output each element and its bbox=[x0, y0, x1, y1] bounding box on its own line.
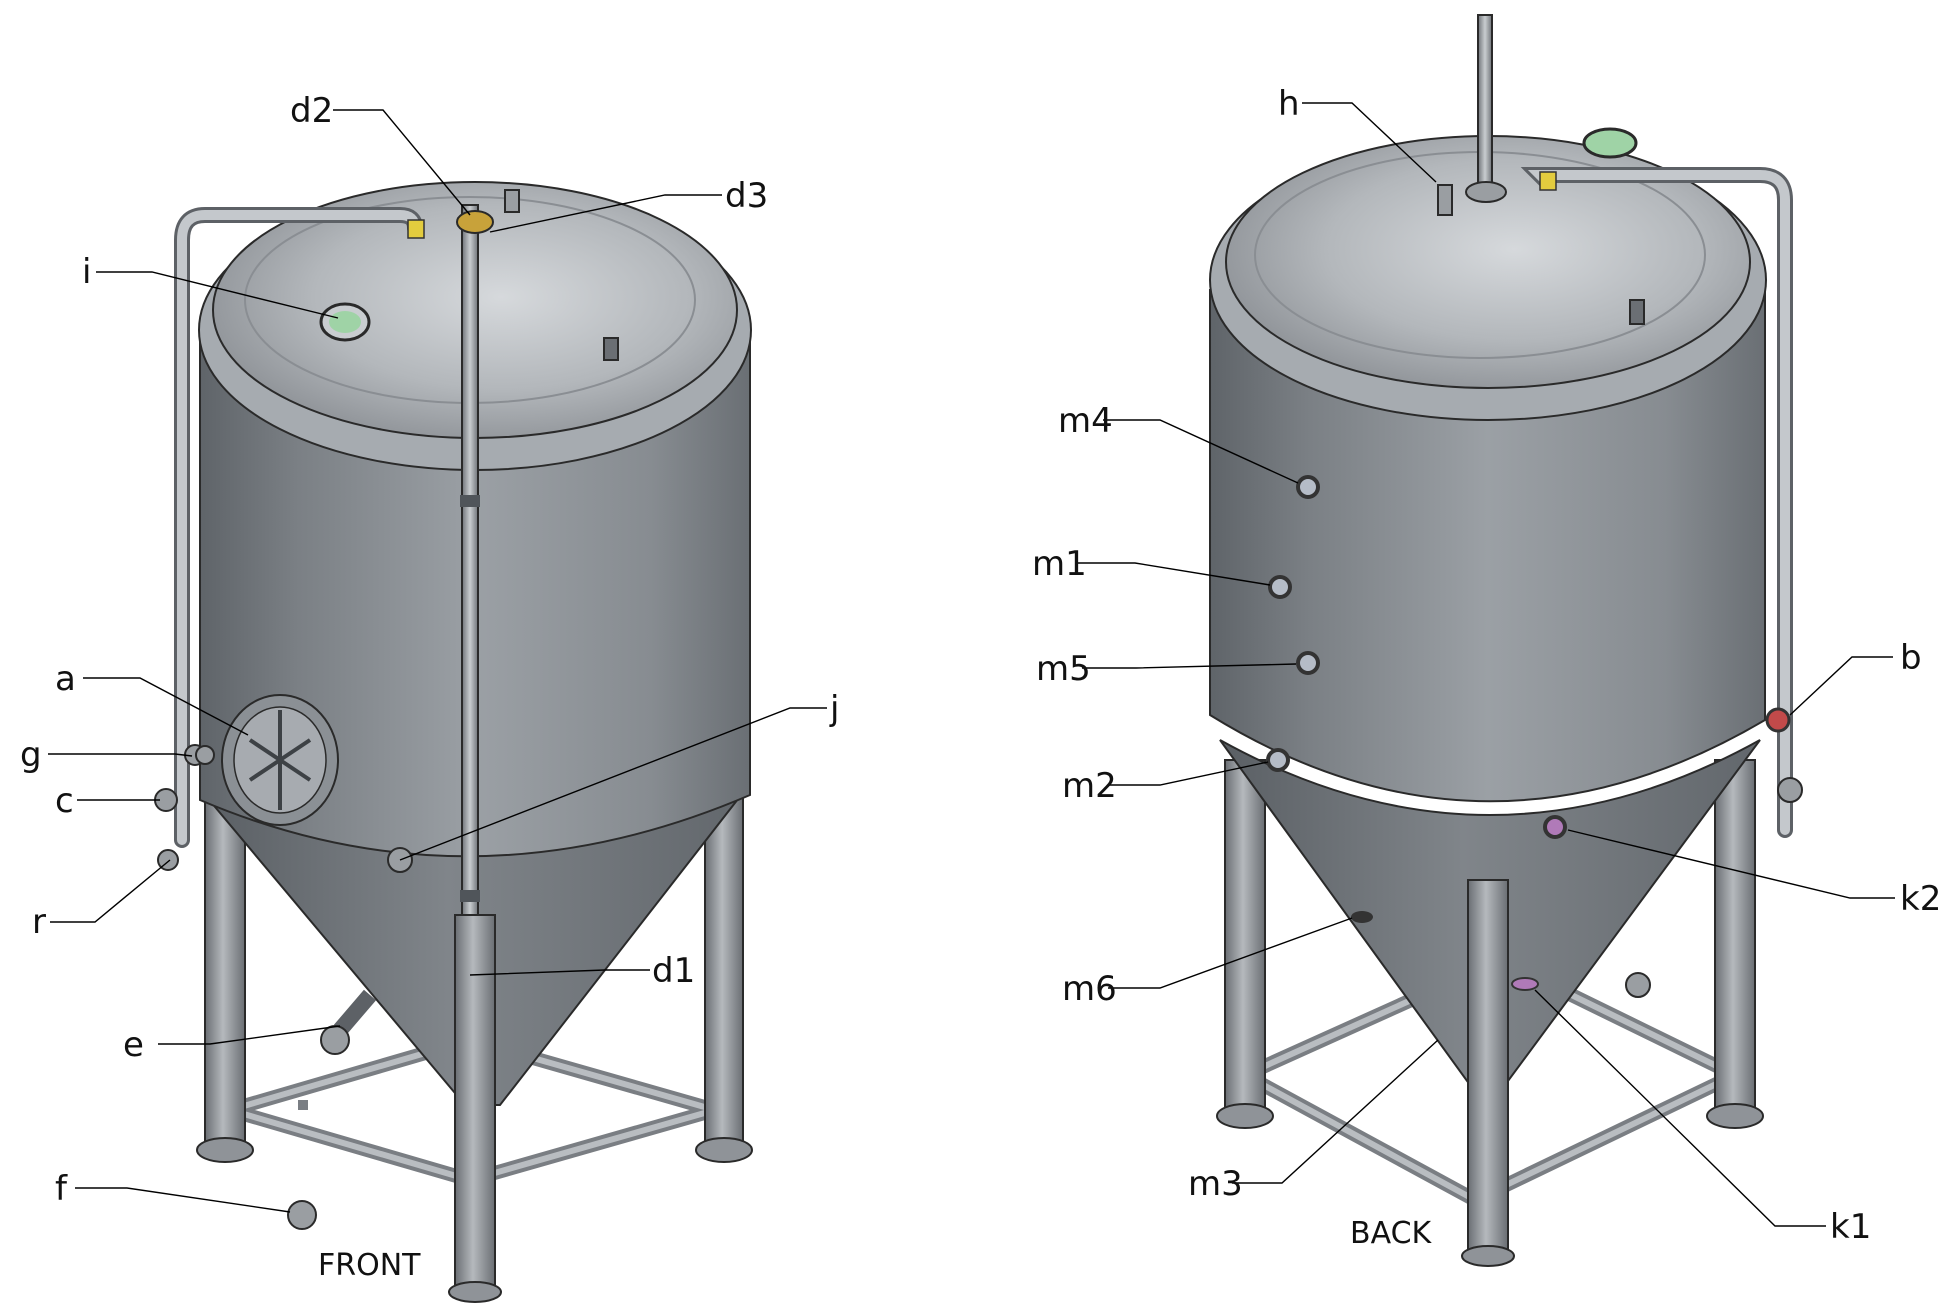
label-h: h bbox=[1278, 84, 1300, 124]
label-d2: d2 bbox=[290, 91, 333, 131]
label-k1: k1 bbox=[1830, 1207, 1871, 1247]
leader-m6 bbox=[1108, 917, 1353, 989]
leader-a bbox=[83, 677, 249, 736]
front-manway-door bbox=[221, 694, 339, 826]
view-title-front: FRONT bbox=[318, 1248, 421, 1283]
label-m4: m4 bbox=[1058, 401, 1113, 441]
leader-d3 bbox=[489, 194, 722, 233]
leader-k1 bbox=[1534, 989, 1826, 1227]
label-k2: k2 bbox=[1900, 879, 1941, 919]
leader-d2 bbox=[333, 109, 471, 216]
view-title-back: BACK bbox=[1350, 1216, 1433, 1251]
leader-e bbox=[158, 1025, 341, 1045]
label-i: i bbox=[82, 252, 91, 292]
leader-g bbox=[48, 753, 193, 757]
label-r: r bbox=[32, 902, 46, 942]
front-leg-front bbox=[454, 914, 496, 1296]
label-a: a bbox=[55, 659, 76, 699]
label-m5: m5 bbox=[1036, 649, 1091, 689]
leader-m5 bbox=[1082, 663, 1297, 669]
label-m3: m3 bbox=[1188, 1164, 1243, 1204]
label-m2: m2 bbox=[1062, 766, 1117, 806]
leader-j bbox=[399, 707, 827, 861]
label-f: f bbox=[55, 1169, 68, 1209]
back-top-pipe bbox=[1477, 14, 1493, 191]
label-j: j bbox=[829, 689, 839, 729]
back-leg-left bbox=[1224, 759, 1266, 1121]
back-leg-front bbox=[1467, 879, 1509, 1261]
front-fitting-d2 bbox=[456, 210, 494, 234]
front-leg-front-left bbox=[298, 1100, 308, 1110]
leader-m4 bbox=[1103, 419, 1299, 484]
leader-d1 bbox=[469, 969, 650, 976]
front-tank bbox=[154, 181, 753, 1303]
leader-f bbox=[75, 1187, 291, 1213]
leader-h bbox=[1302, 102, 1437, 183]
leader-m3 bbox=[1232, 1039, 1439, 1184]
leader-k2 bbox=[1567, 829, 1895, 899]
front-leg-back-right bbox=[704, 779, 744, 1151]
label-b: b bbox=[1900, 638, 1922, 678]
leader-b bbox=[1789, 656, 1893, 716]
back-leg-right bbox=[1714, 759, 1756, 1121]
label-m6: m6 bbox=[1062, 969, 1117, 1009]
back-tank bbox=[1209, 14, 1803, 1267]
callout-labels: d2 d3 i a g c r j d1 e f h m4 m1 m5 m2 b… bbox=[20, 84, 1941, 1283]
leader-m1 bbox=[1077, 562, 1271, 586]
leader-r bbox=[50, 859, 171, 923]
front-leg-back-left bbox=[204, 799, 246, 1151]
leader-m2 bbox=[1108, 761, 1269, 786]
front-vertical-pipe bbox=[461, 204, 479, 966]
label-d3: d3 bbox=[725, 176, 768, 216]
label-c: c bbox=[55, 781, 74, 821]
label-e: e bbox=[123, 1025, 144, 1065]
label-m1: m1 bbox=[1032, 544, 1087, 584]
leader-lines bbox=[48, 102, 1895, 1227]
label-g: g bbox=[20, 735, 42, 775]
leader-i bbox=[96, 271, 339, 319]
label-d1: d1 bbox=[652, 951, 695, 991]
